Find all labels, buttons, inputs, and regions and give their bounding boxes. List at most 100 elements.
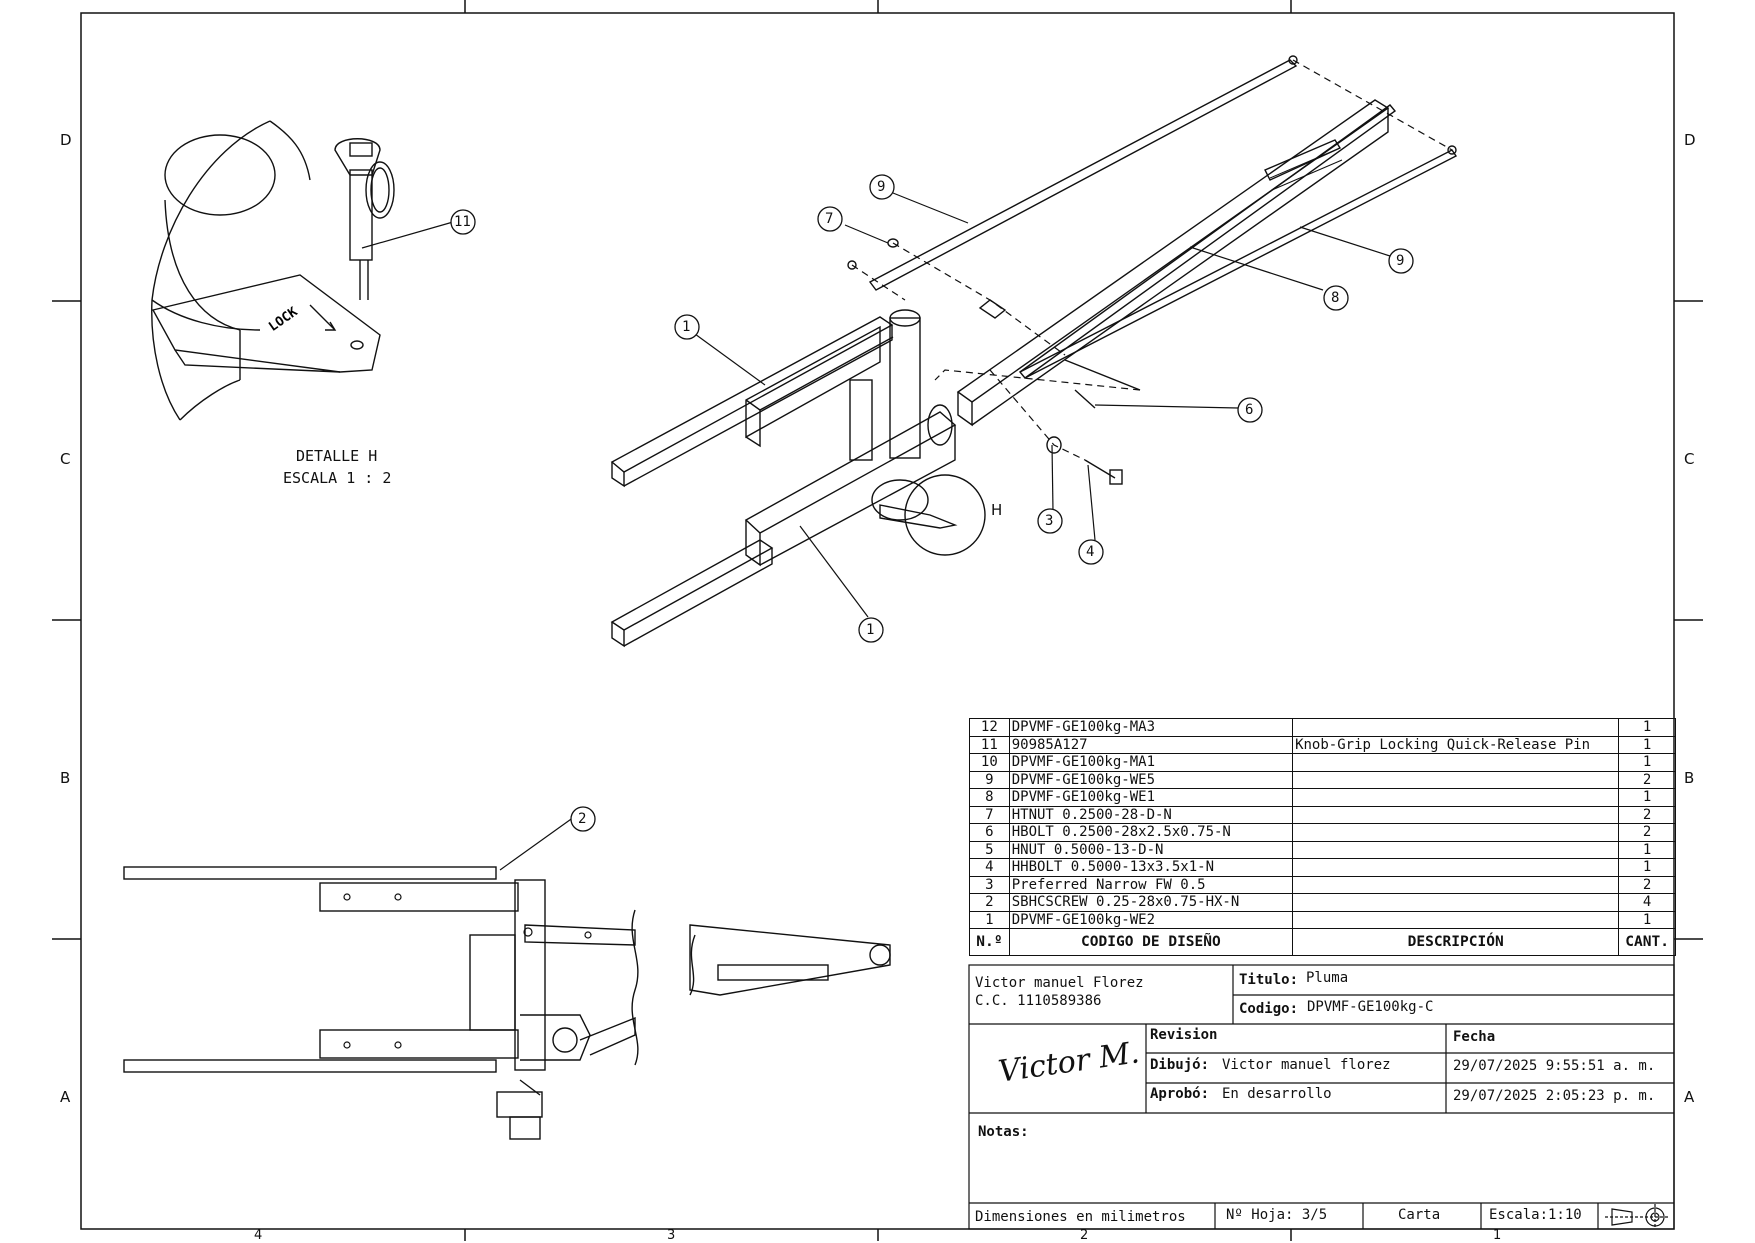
- aprobo-label: Aprobó:: [1150, 1086, 1210, 1102]
- bom-cell-desc: [1292, 770, 1620, 789]
- assembly-dashed-lines: [851, 59, 1453, 461]
- paper-size: Carta: [1398, 1207, 1441, 1223]
- bom-cell-qty: 1: [1618, 858, 1676, 877]
- lock-engraving: LOCK: [266, 305, 300, 335]
- drawing-scale: Escala:1:10: [1489, 1207, 1582, 1223]
- sheet-border: [52, 0, 1703, 1241]
- bom-cell-qty: 2: [1618, 875, 1676, 894]
- bom-header-desc: DESCRIPCIÓN: [1292, 928, 1620, 956]
- bom-header-qty: CANT.: [1618, 928, 1676, 956]
- bom-cell-code: Preferred Narrow FW 0.5: [1008, 875, 1294, 894]
- bom-cell-qty: 1: [1618, 910, 1676, 929]
- bom-cell-desc: [1292, 893, 1620, 912]
- bom-cell-desc: [1292, 805, 1620, 824]
- bom-cell-num: 12: [969, 718, 1010, 737]
- projection-symbol-icon: [1605, 1204, 1668, 1229]
- bom-cell-num: 11: [969, 735, 1010, 754]
- balloon-circles: [450, 174, 1414, 832]
- bom-cell-qty: 2: [1618, 823, 1676, 842]
- zone-row-label: A: [1684, 1088, 1695, 1106]
- zone-row-label: A: [60, 1088, 71, 1106]
- bom-cell-code: HTNUT 0.2500-28-D-N: [1008, 805, 1294, 824]
- balloon-number: 8: [1331, 290, 1340, 306]
- codigo-value: DPVMF-GE100kg-C: [1307, 999, 1434, 1015]
- zone-column-label: 3: [667, 1228, 676, 1243]
- bom-cell-qty: 1: [1618, 735, 1676, 754]
- balloon-number: 3: [1045, 513, 1054, 529]
- revision-label: Revision: [1150, 1027, 1218, 1043]
- bom-cell-code: HNUT 0.5000-13-D-N: [1008, 840, 1294, 859]
- bom-cell-desc: [1292, 858, 1620, 877]
- bom-cell-qty: 4: [1618, 893, 1676, 912]
- author-name: Victor manuel Florez: [975, 975, 1144, 991]
- hatch-slot: [1269, 147, 1343, 191]
- balloon-number: 6: [1245, 402, 1254, 418]
- sheet-number: Nº Hoja: 3/5: [1226, 1207, 1328, 1223]
- balloon-leaders: [361, 192, 1391, 871]
- zone-column-label: 2: [1080, 1228, 1089, 1243]
- title-block-lines: [968, 964, 1675, 1230]
- bom-cell-qty: 1: [1618, 788, 1676, 807]
- bom-cell-code: DPVMF-GE100kg-MA1: [1008, 753, 1294, 772]
- bom-cell-num: 2: [969, 893, 1010, 912]
- bom-cell-qty: 1: [1618, 840, 1676, 859]
- balloon-number: 1: [866, 622, 875, 638]
- bom-cell-desc: [1292, 753, 1620, 772]
- isometric-assembly: [610, 55, 1458, 648]
- front-view-holes: [343, 893, 592, 1049]
- aprobo-date: 29/07/2025 2:05:23 p. m.: [1453, 1088, 1656, 1104]
- bom-cell-qty: 1: [1618, 718, 1676, 737]
- front-view: [123, 866, 891, 1140]
- bom-cell-num: 6: [969, 823, 1010, 842]
- titulo-value: Pluma: [1306, 970, 1349, 986]
- bom-cell-num: 5: [969, 840, 1010, 859]
- codigo-label: Codigo:: [1239, 1001, 1299, 1017]
- bom-cell-code: DPVMF-GE100kg-WE2: [1008, 910, 1294, 929]
- dibujo-label: Dibujó:: [1150, 1057, 1210, 1073]
- detail-h-view: [151, 120, 395, 421]
- bom-cell-num: 1: [969, 910, 1010, 929]
- bom-cell-code: DPVMF-GE100kg-WE1: [1008, 788, 1294, 807]
- zone-row-label: B: [60, 769, 71, 787]
- bom-cell-code: DPVMF-GE100kg-WE5: [1008, 770, 1294, 789]
- bom-cell-desc: [1292, 718, 1620, 737]
- balloon-number: 9: [877, 179, 886, 195]
- bom-cell-qty: 1: [1618, 753, 1676, 772]
- bom-cell-num: 3: [969, 875, 1010, 894]
- notas-label: Notas:: [978, 1124, 1029, 1140]
- bom-cell-code: SBHCSCREW 0.25-28x0.75-HX-N: [1008, 893, 1294, 912]
- zone-column-label: 1: [1493, 1228, 1502, 1243]
- balloon-number: 9: [1396, 253, 1405, 269]
- zone-row-label: B: [1684, 769, 1695, 787]
- balloon-number: 1: [682, 319, 691, 335]
- zone-row-label: C: [60, 450, 71, 468]
- bom-header-num: N.º: [969, 928, 1010, 956]
- balloon-number: 2: [578, 811, 587, 827]
- detail-scale: ESCALA 1 : 2: [283, 469, 392, 487]
- bom-header-row: N.º CODIGO DE DISEÑO DESCRIPCIÓN CANT.: [969, 928, 1676, 956]
- bom-cell-desc: [1292, 788, 1620, 807]
- zone-row-label: D: [1684, 131, 1696, 149]
- aprobo-value: En desarrollo: [1222, 1086, 1332, 1102]
- bom-cell-desc: [1292, 823, 1620, 842]
- bom-cell-code: 90985A127: [1008, 735, 1294, 754]
- units-note: Dimensiones en milimetros: [975, 1209, 1186, 1225]
- zone-row-label: C: [1684, 450, 1695, 468]
- balloon-number: 11: [454, 214, 471, 230]
- zone-column-label: 4: [254, 1228, 263, 1243]
- bom-header-code: CODIGO DE DISEÑO: [1008, 928, 1294, 956]
- bom-cell-desc: [1292, 840, 1620, 859]
- zone-row-label: D: [60, 131, 72, 149]
- bom-cell-desc: [1292, 875, 1620, 894]
